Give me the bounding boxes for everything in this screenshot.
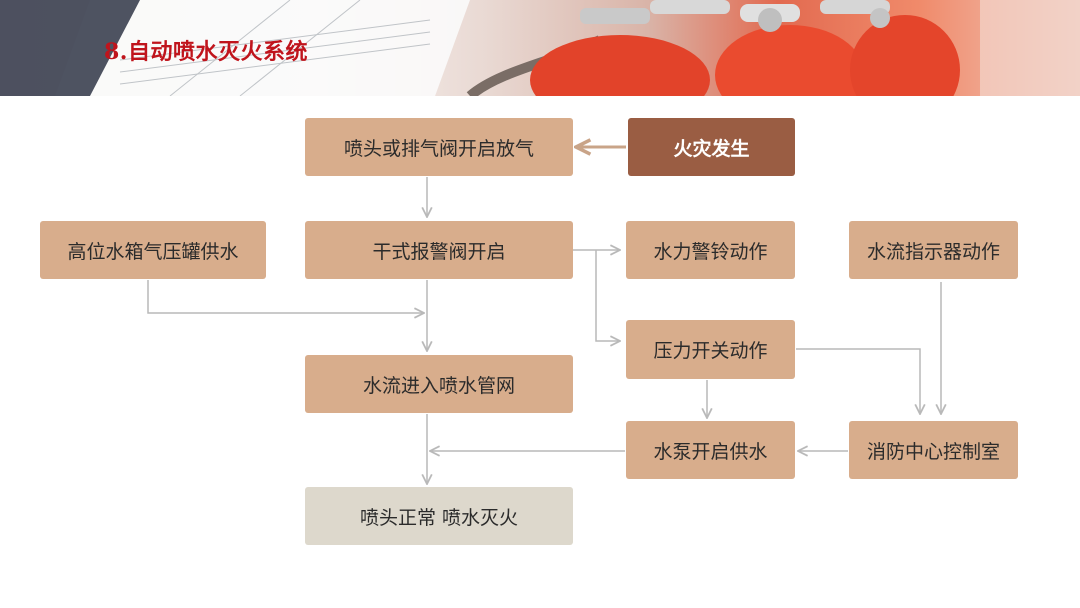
node-final: 喷头正常 喷水灭火	[305, 487, 573, 545]
node-water-bell: 水力警铃动作	[626, 221, 795, 279]
node-dry-alarm-valve: 干式报警阀开启	[305, 221, 573, 279]
node-pressure-switch: 压力开关动作	[626, 320, 795, 379]
node-fire: 火灾发生	[628, 118, 795, 176]
node-water-into-network: 水流进入喷水管网	[305, 355, 573, 413]
node-high-tank: 高位水箱气压罐供水	[40, 221, 266, 279]
node-pump: 水泵开启供水	[626, 421, 795, 479]
arrow-pressure-to-control	[796, 348, 920, 414]
page-title: 8.自动喷水灭火系统	[104, 39, 308, 65]
arrow-tank-to-network	[147, 280, 424, 313]
fire-extinguisher-photo	[0, 0, 1080, 96]
node-flow-indicator: 水流指示器动作	[849, 221, 1018, 279]
node-sprinkler-exhaust: 喷头或排气阀开启放气	[305, 118, 573, 176]
arrow-valve-to-pressure	[595, 250, 620, 341]
node-control-room: 消防中心控制室	[849, 421, 1018, 479]
header-banner: 8.自动喷水灭火系统	[0, 0, 1080, 96]
